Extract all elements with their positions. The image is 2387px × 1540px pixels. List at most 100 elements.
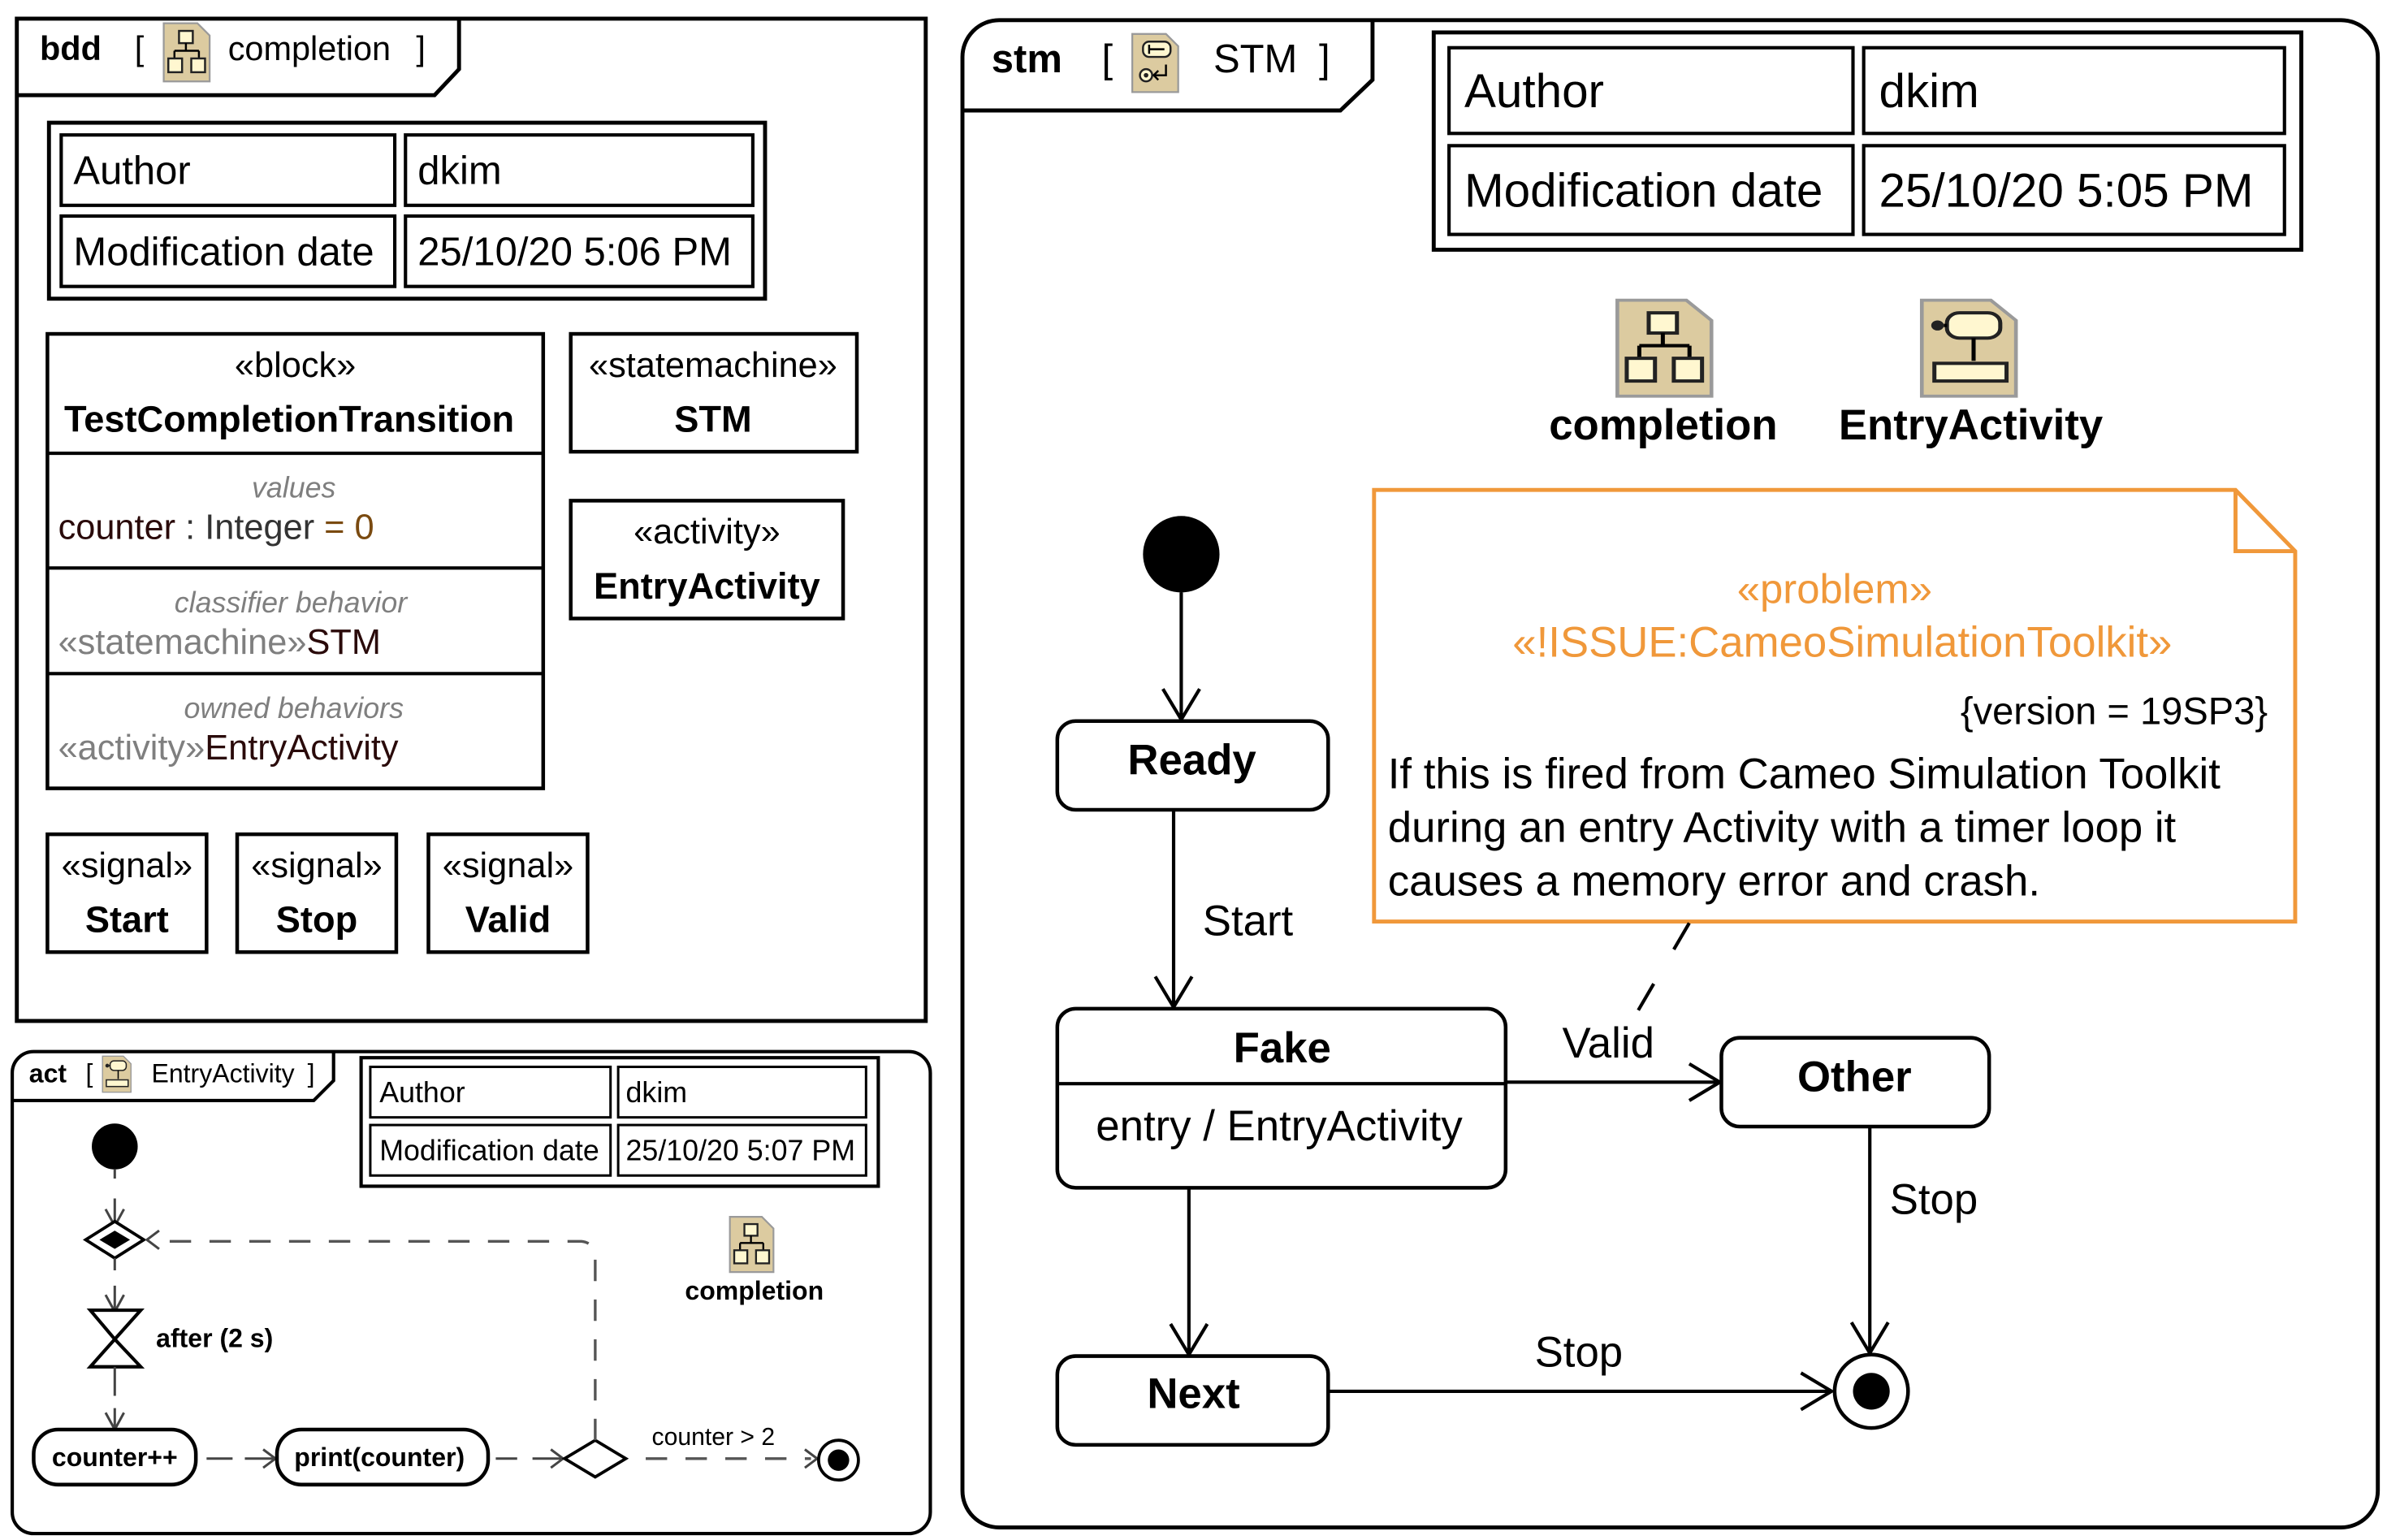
activity-element[interactable]: «activity» EntryActivity (569, 499, 845, 621)
bracket-open: [ (135, 29, 145, 67)
diagram-link-entry-activity[interactable]: EntryActivity (1839, 301, 2104, 449)
compartment-header-values: values (252, 472, 336, 504)
activity-stereotype: «activity» (634, 513, 781, 552)
info-value: 25/10/20 5:05 PM (1879, 165, 2254, 218)
transition-valid[interactable] (1505, 1062, 1723, 1102)
bdd-frame: bdd [ completion ] Author dkim Modificat… (15, 16, 928, 1023)
action-print-counter[interactable]: print(counter) (275, 1427, 491, 1487)
state-fake[interactable]: Fake entry / EntryActivity (1055, 1006, 1508, 1190)
info-value: dkim (1879, 65, 1979, 118)
bracket-close: ] (1319, 37, 1330, 81)
diagram-link-label: completion (1549, 401, 1777, 449)
signal-name: Start (85, 899, 169, 941)
note-body-line: during an entry Activity with a timer lo… (1388, 804, 2177, 852)
signal-stereotype: «signal» (443, 846, 573, 885)
info-value: 25/10/20 5:07 PM (626, 1134, 855, 1166)
note-body-line: If this is fired from Cameo Simulation T… (1388, 751, 2221, 798)
info-value: dkim (626, 1076, 688, 1109)
info-label: Author (379, 1076, 465, 1109)
info-value: 25/10/20 5:06 PM (417, 230, 732, 274)
bracket-close: ] (416, 29, 426, 67)
activity-name: EntryActivity (594, 565, 820, 607)
bracket-close: ] (308, 1058, 315, 1088)
state-name: Fake (1234, 1024, 1331, 1072)
state-name: Other (1797, 1053, 1912, 1101)
diagram-link-label: completion (685, 1276, 824, 1305)
value-property[interactable]: counter : Integer = 0 (58, 508, 374, 547)
diagram-link-label: EntryActivity (1839, 401, 2104, 449)
bdd-frame-name[interactable]: completion (228, 29, 391, 67)
activity-diagram-icon (1922, 301, 2016, 396)
action-label: print(counter) (294, 1443, 465, 1472)
info-label: Author (73, 149, 190, 192)
stm-frame: stm [ STM ] Author dkim Modification dat… (960, 18, 2381, 1530)
signal-stereotype: «signal» (62, 846, 192, 885)
block-definition-diagram-icon (729, 1215, 775, 1274)
signal-stop[interactable]: «signal» Stop (235, 832, 399, 954)
signal-stereotype: «signal» (251, 846, 382, 885)
state-next[interactable]: Next (1055, 1354, 1330, 1447)
block-test-completion-transition[interactable]: «block» TestCompletionTransition values … (45, 331, 546, 790)
act-frame: act [ EntryActivity ] Author dkim Modifi… (10, 1049, 932, 1536)
problem-note[interactable]: «problem» «!ISSUE:CameoSimulationToolkit… (1372, 487, 2298, 924)
classifier-behavior[interactable]: «statemachine»STM (58, 623, 381, 662)
transition-label: Stop (1890, 1175, 1978, 1223)
bracket-open: [ (86, 1058, 93, 1088)
initial-pseudostate[interactable] (1143, 516, 1220, 593)
block-definition-diagram-icon (1617, 301, 1711, 396)
accept-time-event-icon[interactable] (86, 1308, 145, 1369)
info-label: Author (1464, 65, 1604, 118)
statemachine-name: STM (674, 399, 751, 440)
compartment-header-owned: owned behaviors (184, 692, 404, 725)
arrowhead (145, 1229, 160, 1250)
decision-node[interactable] (561, 1438, 629, 1479)
control-flow (495, 1448, 565, 1469)
state-entry-behavior: entry / EntryActivity (1096, 1102, 1463, 1150)
info-value: dkim (417, 149, 501, 192)
act-frame-name[interactable]: EntryActivity (152, 1058, 295, 1088)
action-label: counter++ (52, 1443, 178, 1472)
control-flow (104, 1366, 125, 1433)
signal-valid[interactable]: «signal» Valid (426, 832, 590, 954)
owned-behavior[interactable]: «activity»EntryActivity (58, 729, 399, 768)
initial-node[interactable] (92, 1123, 138, 1170)
note-body-line: causes a memory error and crash. (1388, 857, 2040, 905)
state-ready[interactable]: Ready (1055, 719, 1330, 812)
transition-stop[interactable] (1328, 1371, 1836, 1412)
signal-name: Valid (465, 899, 551, 941)
activity-final-node[interactable] (817, 1438, 860, 1482)
arrowhead (804, 1448, 819, 1469)
transition-completion[interactable] (1169, 1187, 1209, 1358)
statemachine-element[interactable]: «statemachine» STM (569, 331, 859, 454)
transition-label: Valid (1563, 1019, 1654, 1067)
block-name: TestCompletionTransition (64, 399, 514, 440)
note-stereotype: «problem» (1737, 566, 1932, 612)
loop-flow (153, 1239, 597, 1441)
transition-start[interactable] (1153, 809, 1194, 1011)
note-issue-stereotype: «!ISSUE:CameoSimulationToolkit» (1512, 619, 2172, 667)
stm-frame-name[interactable]: STM (1213, 37, 1297, 81)
state-other[interactable]: Other (1719, 1036, 1991, 1129)
info-label: Modification date (379, 1134, 599, 1166)
diagram-link-completion[interactable]: completion (685, 1215, 824, 1305)
activity-diagram-icon (102, 1055, 132, 1093)
signal-start[interactable]: «signal» Start (45, 832, 209, 954)
state-name: Next (1147, 1370, 1239, 1418)
info-label: Modification date (1464, 165, 1823, 218)
guard-label: counter > 2 (652, 1424, 776, 1451)
diagram-link-completion[interactable]: completion (1549, 301, 1778, 449)
bdd-frame-kind: bdd (40, 29, 102, 67)
action-counter-increment[interactable]: counter++ (32, 1427, 198, 1487)
transition-label: Stop (1535, 1329, 1624, 1377)
transition-stop[interactable] (1849, 1126, 1890, 1356)
merge-node[interactable] (82, 1219, 147, 1261)
transition (1161, 592, 1201, 723)
block-stereotype: «block» (235, 346, 356, 385)
signal-name: Stop (276, 899, 357, 941)
control-flow (104, 1169, 125, 1229)
info-label: Modification date (73, 230, 374, 274)
control-flow (206, 1448, 278, 1469)
final-state[interactable] (1832, 1352, 1910, 1430)
control-flow (104, 1257, 125, 1315)
